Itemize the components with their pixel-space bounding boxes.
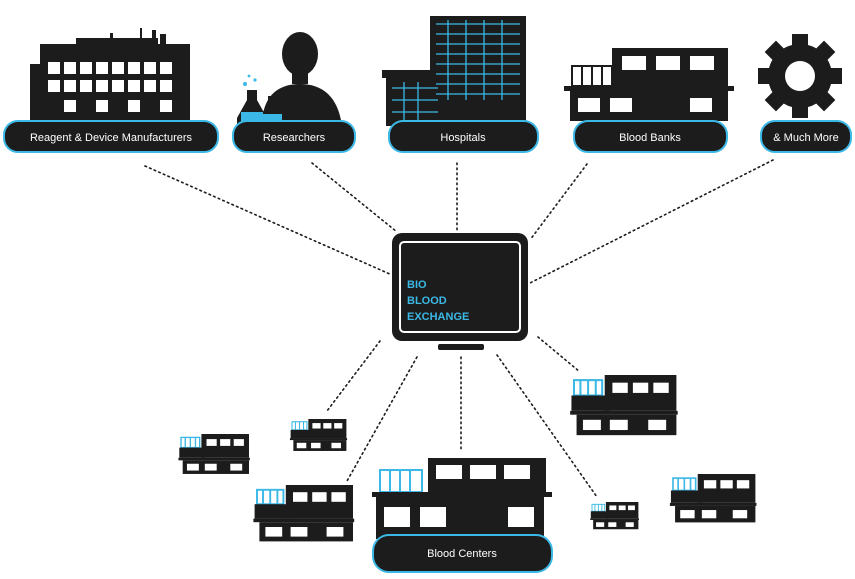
label-blood-centers: Blood Centers xyxy=(427,548,497,560)
label-pill-blood-centers: Blood Centers xyxy=(373,535,552,572)
hub-title-line-3: EXCHANGE xyxy=(407,311,469,323)
label-blood-banks: Blood Banks xyxy=(619,132,681,144)
gear-icon xyxy=(758,34,842,118)
link-center-2 xyxy=(347,357,417,481)
link-center-4 xyxy=(538,337,580,372)
link-blood-banks xyxy=(530,164,587,240)
label-much-more: & Much More xyxy=(773,132,838,144)
main-blood-center-building-icon xyxy=(372,458,552,539)
link-center-1 xyxy=(327,341,380,411)
label-pill-researchers: Researchers xyxy=(233,121,355,152)
label-pill-blood-banks: Blood Banks xyxy=(574,121,727,152)
participant-labels: Reagent & Device Manufacturers Researche… xyxy=(4,121,851,152)
link-much-more xyxy=(530,160,773,283)
label-pill-hospitals: Hospitals xyxy=(389,121,538,152)
label-pill-much-more: & Much More xyxy=(761,121,851,152)
hospital-icon xyxy=(382,16,526,126)
blood-center-building-icon xyxy=(670,474,757,522)
blood-center-building-icon xyxy=(290,419,347,451)
label-manufacturers: Reagent & Device Manufacturers xyxy=(30,132,193,144)
label-hospitals: Hospitals xyxy=(440,132,486,144)
hub-title-line-1: BIO xyxy=(407,279,427,291)
blood-bank-icon xyxy=(564,48,734,121)
blood-center-buildings xyxy=(178,375,756,541)
label-researchers: Researchers xyxy=(263,132,326,144)
label-pill-manufacturers: Reagent & Device Manufacturers xyxy=(4,121,218,152)
blood-center-building-icon xyxy=(590,502,639,529)
blood-center-building-icon xyxy=(178,434,249,474)
blood-center-building-icon xyxy=(253,485,354,541)
link-manufacturers xyxy=(145,166,392,275)
link-researchers xyxy=(312,163,397,232)
hub-title-line-2: BLOOD xyxy=(407,295,447,307)
researcher-icon xyxy=(237,32,342,126)
factory-icon xyxy=(30,28,190,126)
blood-center-building-icon xyxy=(570,375,678,435)
monitor-icon: BIO BLOOD EXCHANGE xyxy=(392,233,528,350)
